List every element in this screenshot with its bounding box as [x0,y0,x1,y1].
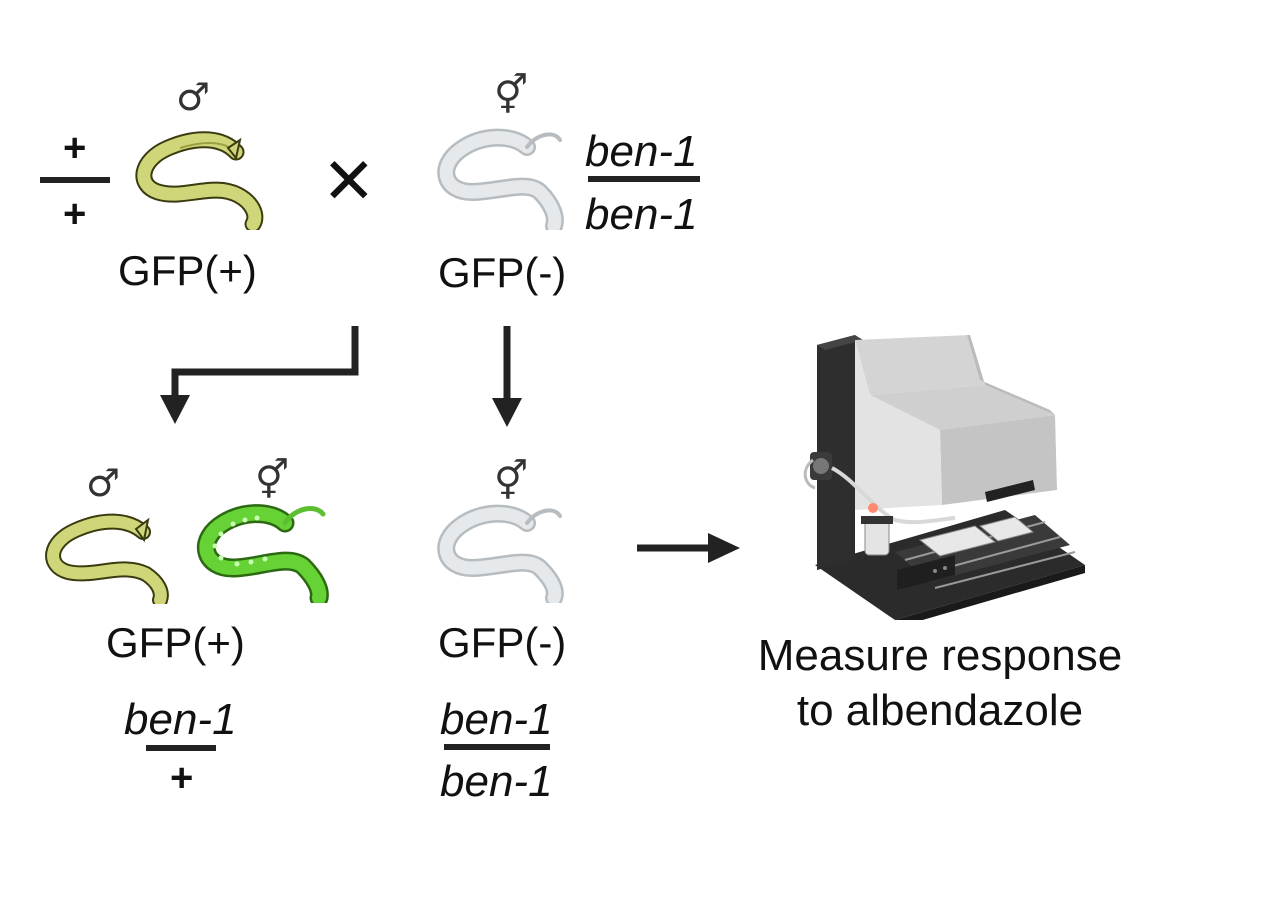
parent-left-label: GFP(+) [118,247,257,294]
instrument-caption-line2: to albendazole [796,686,1084,735]
parent-right-label: GFP(-) [438,249,567,296]
progeny-right-genotype-bottom: ben-1 [440,757,553,806]
parent-right-genotype-bottom: ben-1 [585,190,698,239]
male-symbol-icon: ♂ [176,75,211,119]
cross-symbol-icon: ✕ [322,145,376,219]
parent-right-genotype-bar [588,176,700,182]
progeny-right-label: GFP(-) [438,619,567,666]
parent-right-genotype-top: ben-1 [585,127,698,176]
parent-left-genotype-bottom: + [63,192,87,236]
progeny-right-genotype-top: ben-1 [440,695,553,744]
progeny-hermaphrodite-symbol-icon: ⚥ [255,458,290,502]
plate-reader-instrument-icon [803,335,1085,620]
parent-left-genotype-bar [40,177,110,183]
progeny-left-genotype-top: ben-1 [124,695,237,744]
progeny-male-worm-icon [45,513,169,604]
progeny-male-symbol-icon: ♂ [86,461,121,505]
instrument-caption-line1: Measure response [757,631,1123,680]
progeny-left-label: GFP(+) [106,619,245,666]
progeny-right-worm-icon [437,504,564,603]
progeny-left-genotype-bar [146,745,216,751]
hermaphrodite-worm-icon [437,128,564,230]
progeny-gfp-worm-icon [196,504,329,603]
hermaphrodite-symbol-icon: ⚥ [494,73,529,117]
progeny-left-genotype-bottom: + [170,756,194,800]
progeny-right-genotype-bar [444,744,550,750]
instrument-caption: Measure response to albendazole [690,628,1190,738]
progeny-right-hermaphrodite-symbol-icon: ⚥ [494,459,529,503]
male-worm-icon [135,131,264,230]
parent-left-genotype-top: + [63,126,87,170]
